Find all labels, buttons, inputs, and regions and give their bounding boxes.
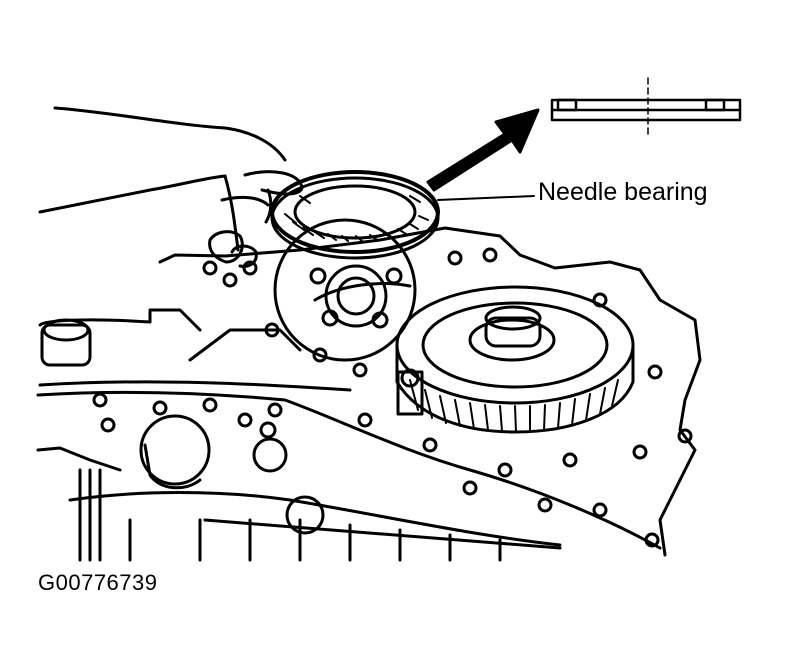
arrow-to-detail [426, 108, 540, 192]
transmission-case-drawing [36, 218, 702, 562]
needle-bearing-label: Needle bearing [538, 178, 708, 206]
callout-leader [437, 195, 535, 201]
gear-drawing [395, 285, 635, 434]
figure-id: G00776739 [38, 570, 158, 595]
bearing-section-detail [550, 77, 742, 135]
needle-bearing-drawing [270, 170, 440, 260]
hand-drawing [38, 106, 304, 268]
